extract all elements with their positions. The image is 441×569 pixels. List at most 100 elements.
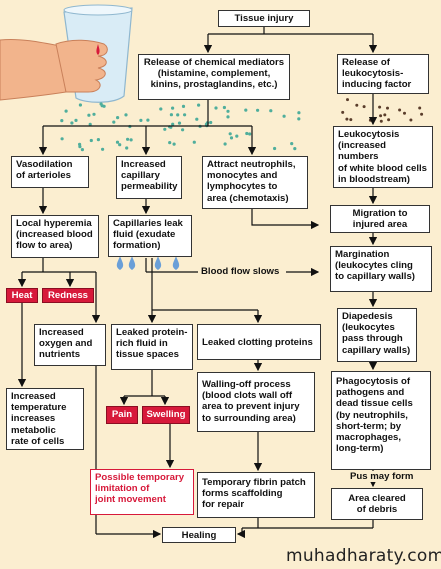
leukocytosis-factor-dot	[379, 114, 383, 118]
mediator-particle-dot	[112, 120, 116, 124]
tissue-injury-box: Tissue injury	[218, 10, 310, 27]
leukocytosis-factor-dot	[341, 110, 345, 114]
mediator-particle-dot	[70, 121, 74, 125]
leukocytosis-factor-dot	[387, 118, 391, 122]
mediator-particle-dot	[273, 146, 277, 151]
mediator-particle-dot	[171, 106, 175, 110]
fingers-shape	[55, 39, 108, 93]
mediator-particle-dot	[172, 142, 176, 146]
mediator-particle-dot	[163, 127, 167, 131]
mediator-particle-dot	[116, 116, 120, 120]
leukocytosis-factor-dot	[420, 112, 424, 116]
mediator-particle-dot	[293, 147, 297, 151]
mediator-particle-dot	[209, 120, 213, 125]
mediator-particle-dot	[89, 138, 93, 143]
mediator-particle-dot	[60, 137, 64, 141]
leukocytosis-factor-dot	[386, 106, 389, 110]
mediator-particle-dot	[290, 142, 294, 146]
mediator-particle-dot	[78, 103, 82, 107]
mediator-particle-dot	[60, 119, 64, 123]
mediator-particle-dot	[181, 104, 186, 108]
capillary-permeability-box: Increased capillary permeability	[116, 156, 182, 199]
migration-box: Migration to injured area	[330, 205, 430, 233]
mediator-particle-dot	[88, 122, 92, 126]
hand-holding-glass-illustration	[0, 4, 133, 103]
mediator-particle-dot	[229, 136, 234, 140]
leaked-protein-box: Leaked protein- rich fluid in tissue spa…	[111, 324, 193, 370]
leukocytosis-factor-dot	[345, 117, 349, 121]
swelling-sign: Swelling	[142, 406, 190, 424]
mediator-particle-dot	[126, 137, 130, 141]
chemotaxis-box: Attract neutrophils, monocytes and lymph…	[202, 156, 308, 209]
mediator-particle-dot	[181, 128, 185, 132]
local-hyperemia-box: Local hyperemia (increased blood flow to…	[11, 215, 99, 258]
leukocytosis-factor-dot	[409, 118, 413, 122]
mediator-particle-dot	[168, 141, 172, 145]
mediator-particle-dot	[197, 103, 201, 107]
area-cleared-box: Area cleared of debris	[331, 488, 423, 520]
joint-limitation-box: Possible temporary limitation of joint m…	[90, 469, 194, 515]
leukocytosis-box: Leukocytosis (increased numbers of white…	[333, 126, 433, 188]
leukocytosis-factor-dot	[349, 118, 353, 122]
vasodilation-box: Vasodilation of arterioles	[11, 156, 89, 188]
redness-sign: Redness	[42, 288, 94, 303]
mediator-particle-dot	[64, 109, 68, 113]
mediator-particle-dot	[80, 148, 84, 152]
mediator-particle-dot	[223, 142, 227, 146]
mediator-particle-dot	[177, 121, 182, 125]
mediator-particle-dot	[74, 118, 78, 122]
leukocytosis-factor-dot	[383, 113, 387, 117]
mediator-particle-dot	[297, 111, 301, 115]
increased-oxygen-box: Increased oxygen and nutrients	[34, 324, 106, 366]
glass-rim	[63, 4, 133, 16]
mediator-particle-dot	[159, 107, 163, 111]
mediator-particle-dot	[101, 147, 105, 151]
mediator-particle-dot	[129, 138, 133, 142]
leukocytosis-factor-dot	[403, 111, 406, 115]
blood-flow-slows-label: Blood flow slows	[199, 266, 282, 277]
increased-temperature-box: Increased temperature increases metaboli…	[6, 388, 84, 450]
mediator-particle-dot	[256, 108, 260, 112]
mediator-particle-dot	[269, 109, 273, 113]
mediator-particle-dot	[282, 114, 286, 118]
mediator-particle-dot	[124, 113, 128, 117]
release-chemical-mediators-box: Release of chemical mediators (histamine…	[138, 54, 290, 100]
leukocytosis-factor-dot	[398, 108, 402, 112]
mediator-particle-dot	[248, 132, 252, 136]
fluid-droplets	[116, 256, 180, 270]
mediator-particle-dot	[183, 113, 187, 117]
mediator-particle-dot	[214, 106, 218, 110]
walling-off-box: Walling-off process (blood clots wall of…	[197, 372, 315, 432]
blood-drop-shape	[96, 44, 100, 55]
mediator-particle-dot	[125, 146, 129, 150]
mediator-particle-dot	[171, 122, 175, 126]
mediator-particle-dot	[235, 134, 239, 138]
mediator-particle-dot	[92, 112, 96, 116]
mediator-particle-dot	[195, 117, 199, 121]
mediator-particle-dot	[297, 117, 301, 121]
mediator-particle-dot	[192, 140, 196, 144]
leukocytosis-factor-dot	[379, 119, 383, 123]
leukocytosis-factor-dot	[355, 103, 359, 107]
leukocytosis-factor-dot	[362, 105, 366, 109]
mediator-particle-dot	[139, 118, 143, 122]
leukocytosis-factor-dot	[418, 106, 422, 110]
capillaries-leak-box: Capillaries leak fluid (exudate formatio…	[108, 215, 192, 257]
leukocytosis-factor-dot	[346, 98, 349, 102]
mediator-particle-dot	[226, 109, 230, 113]
healing-box: Healing	[162, 527, 236, 543]
mediator-particle-dot	[87, 113, 91, 117]
mediator-particle-dot	[99, 102, 103, 106]
pain-sign: Pain	[106, 406, 138, 424]
mediator-particle-dot	[245, 131, 249, 136]
mediator-particle-dot	[228, 132, 232, 136]
mediator-particle-dot	[96, 138, 100, 142]
leukocytosis-factor-dot	[378, 105, 382, 109]
margination-box: Margination (leukocytes cling to capilla…	[330, 246, 432, 292]
diapedesis-box: Diapedesis (leukocytes pass through capi…	[337, 308, 417, 362]
mediator-particle-dot	[115, 140, 120, 144]
mediator-particle-dot	[146, 118, 150, 122]
mediator-particle-dot	[226, 115, 230, 119]
watermark-text: muhadharaty.com	[286, 546, 441, 566]
